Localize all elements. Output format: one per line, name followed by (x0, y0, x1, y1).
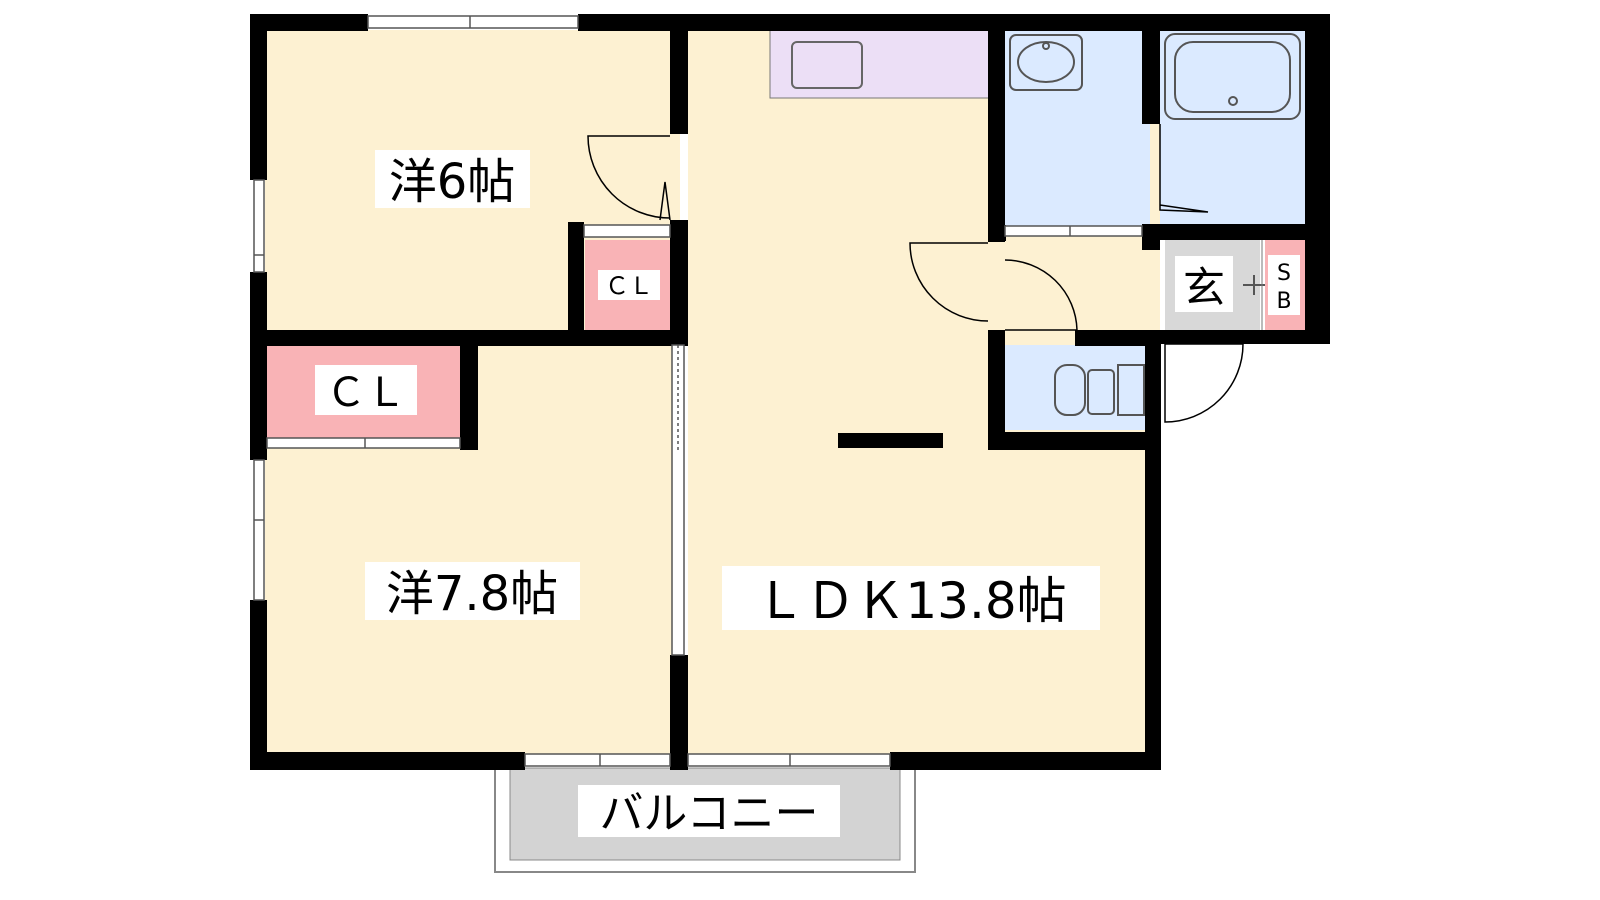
toilet-icon (1054, 364, 1086, 416)
doors (587, 124, 1244, 423)
door-front (1164, 343, 1244, 423)
door-bath (1159, 124, 1209, 213)
windows (253, 15, 1143, 767)
ldk-label-bg (722, 566, 1100, 630)
shoe-box-label-b: B (1276, 289, 1291, 314)
fixtures (1009, 33, 1301, 416)
toilet-fill (1005, 345, 1150, 430)
bathtub-icon (1164, 33, 1301, 120)
western6-label-bg (375, 150, 530, 208)
room-label-western-6: 洋6帖 (389, 154, 516, 210)
entrance-label-bg (1175, 256, 1233, 312)
closet-label-large: ＣＬ (326, 370, 406, 416)
sink-icon (791, 41, 863, 89)
walls (250, 14, 1330, 770)
bathroom-fill (1160, 30, 1305, 230)
western78-label-bg (365, 562, 580, 620)
balcony-label: バルコニー (599, 788, 818, 839)
closet-small-label-bg (598, 270, 660, 300)
hall-fill (1005, 240, 1160, 330)
closet-large-label-bg (315, 365, 417, 415)
shoe-box-label-bg (1268, 255, 1300, 315)
door-ldk-hall (909, 242, 989, 322)
washroom-fill (1005, 30, 1150, 235)
shoe-box-label-s: S (1277, 261, 1291, 286)
entrance-label: 玄 (1183, 263, 1225, 312)
closet-label-small: ＣＬ (605, 272, 653, 300)
room-label-western-78: 洋7.8帖 (386, 566, 558, 622)
washbasin-icon (1009, 34, 1083, 91)
balcony-label-bg (578, 785, 840, 837)
door-hall-toilet (1004, 259, 1078, 331)
room-label-ldk: ＬＤＫ13.8帖 (755, 572, 1066, 630)
door-western6 (587, 135, 671, 219)
